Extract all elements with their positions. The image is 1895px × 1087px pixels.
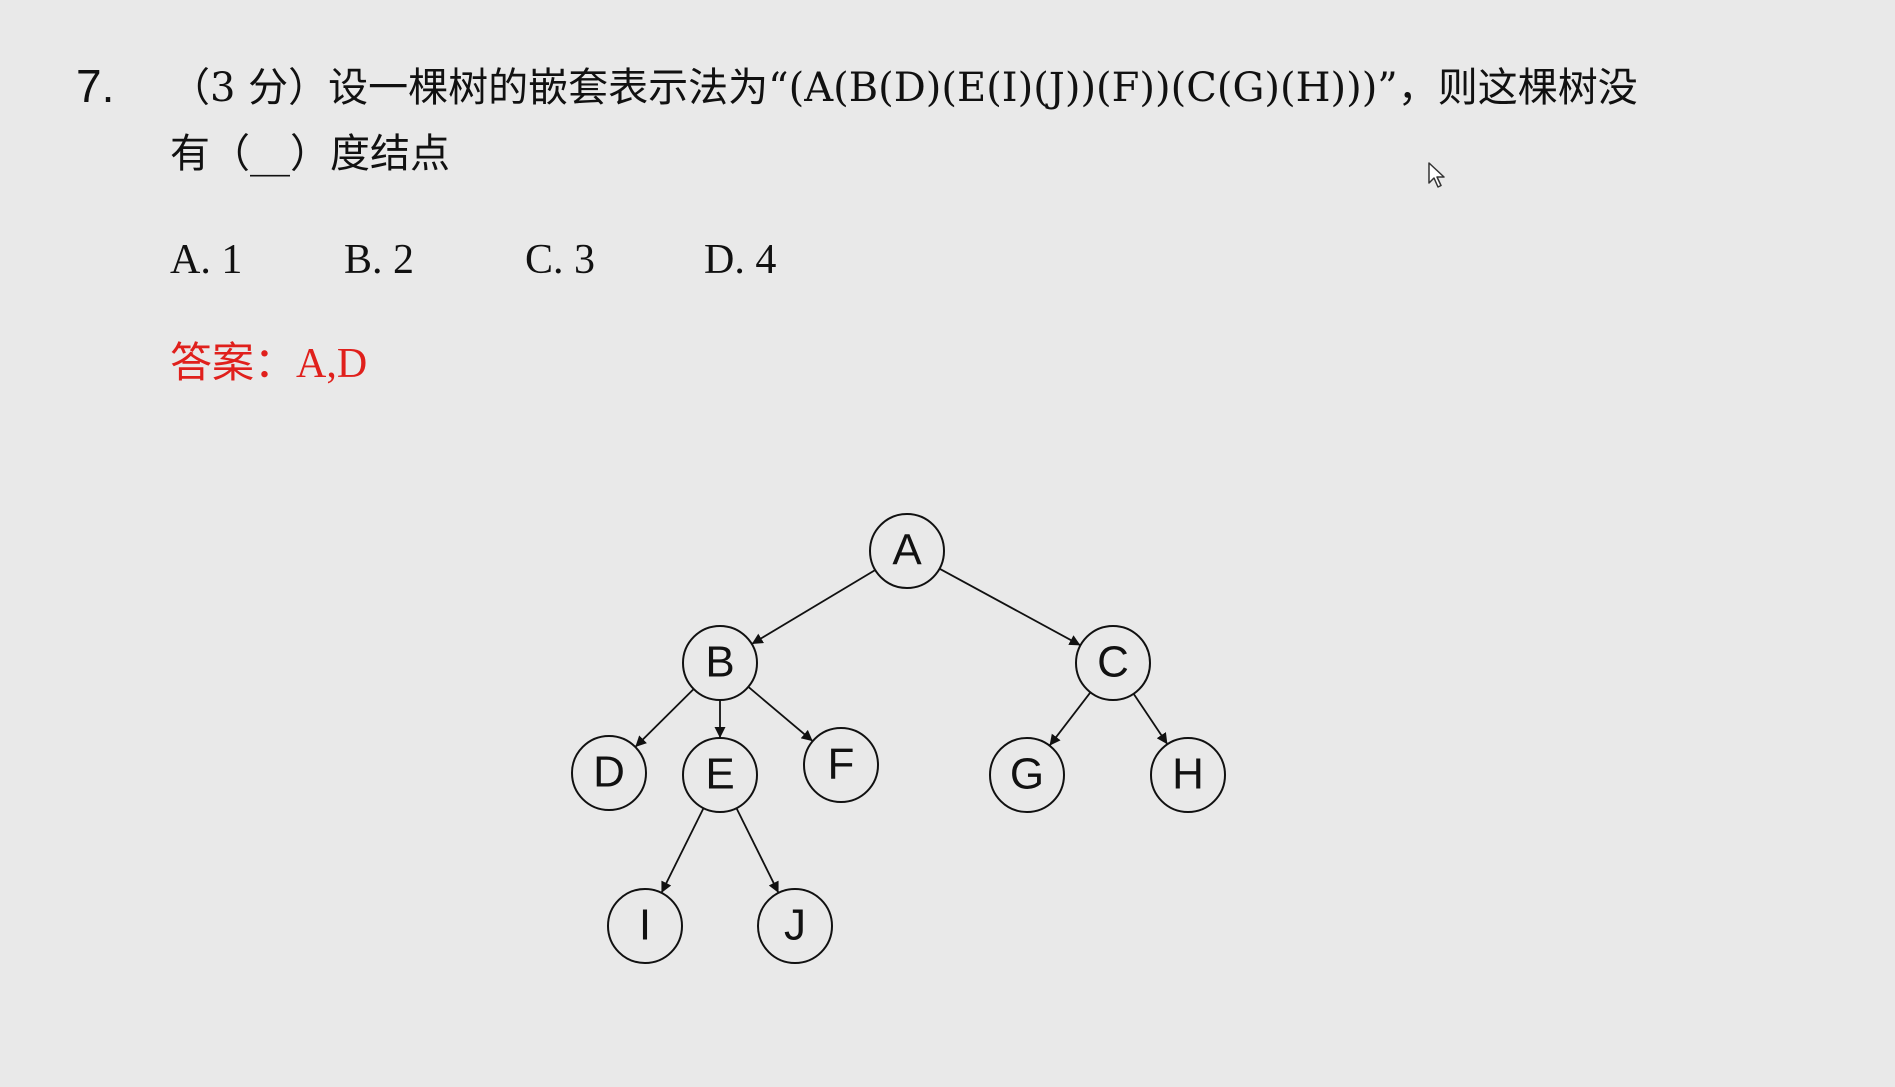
question-text-line-1: （3 分）设一棵树的嵌套表示法为“(A(B(D)(E(I)(J))(F))(C(…	[170, 65, 1638, 111]
tree-node-circle	[682, 625, 758, 701]
question-number: 7.	[76, 60, 115, 112]
tree-node-circle	[1075, 625, 1151, 701]
tree-edge-e-j	[735, 807, 780, 894]
tree-node-label: I	[639, 901, 651, 950]
tree-node-label: D	[593, 748, 625, 797]
tree-node-e: E	[682, 737, 758, 813]
tree-node-label: C	[1097, 638, 1129, 687]
tree-node-label: H	[1172, 750, 1204, 799]
tree-node-label: G	[1010, 750, 1044, 799]
tree-node-label: A	[892, 526, 922, 575]
question-text-line-2: 有（__）度结点	[170, 131, 450, 177]
tree-node-circle	[757, 888, 833, 964]
tree-node-circle	[682, 737, 758, 813]
tree-node-a: A	[869, 513, 945, 589]
tree-node-circle	[1150, 737, 1226, 813]
tree-node-circle	[607, 888, 683, 964]
answer-value: A,D	[296, 341, 368, 387]
tree-edge-c-g	[1048, 691, 1092, 747]
mouse-pointer-icon	[1428, 162, 1445, 188]
option-a: A. 1	[170, 237, 243, 283]
tree-node-circle	[571, 735, 647, 811]
option-b: B. 2	[344, 237, 415, 283]
tree-node-c: C	[1075, 625, 1151, 701]
option-d: D. 4	[704, 237, 777, 283]
tree-edge-c-h	[1132, 693, 1169, 745]
option-c: C. 3	[525, 237, 596, 283]
tree-node-i: I	[607, 888, 683, 964]
tree-node-circle	[869, 513, 945, 589]
tree-node-circle	[803, 727, 879, 803]
tree-node-f: F	[803, 727, 879, 803]
tree-node-label: J	[784, 901, 806, 950]
tree-node-b: B	[682, 625, 758, 701]
tree-node-label: B	[705, 638, 734, 687]
tree-edge-e-i	[660, 807, 705, 894]
tree-edge-b-f	[747, 686, 814, 742]
tree-node-label: F	[828, 740, 855, 789]
tree-edge-a-b	[751, 569, 876, 645]
tree-edge-a-c	[939, 567, 1081, 647]
tree-node-d: D	[571, 735, 647, 811]
tree-edge-b-d	[634, 688, 695, 748]
tree-node-circle	[989, 737, 1065, 813]
tree-node-h: H	[1150, 737, 1226, 813]
answer-line: 答案：A,D	[170, 337, 367, 390]
tree-node-j: J	[757, 888, 833, 964]
tree-node-label: E	[705, 750, 734, 799]
answer-prefix: 答案：	[170, 338, 297, 387]
tree-node-g: G	[989, 737, 1065, 813]
